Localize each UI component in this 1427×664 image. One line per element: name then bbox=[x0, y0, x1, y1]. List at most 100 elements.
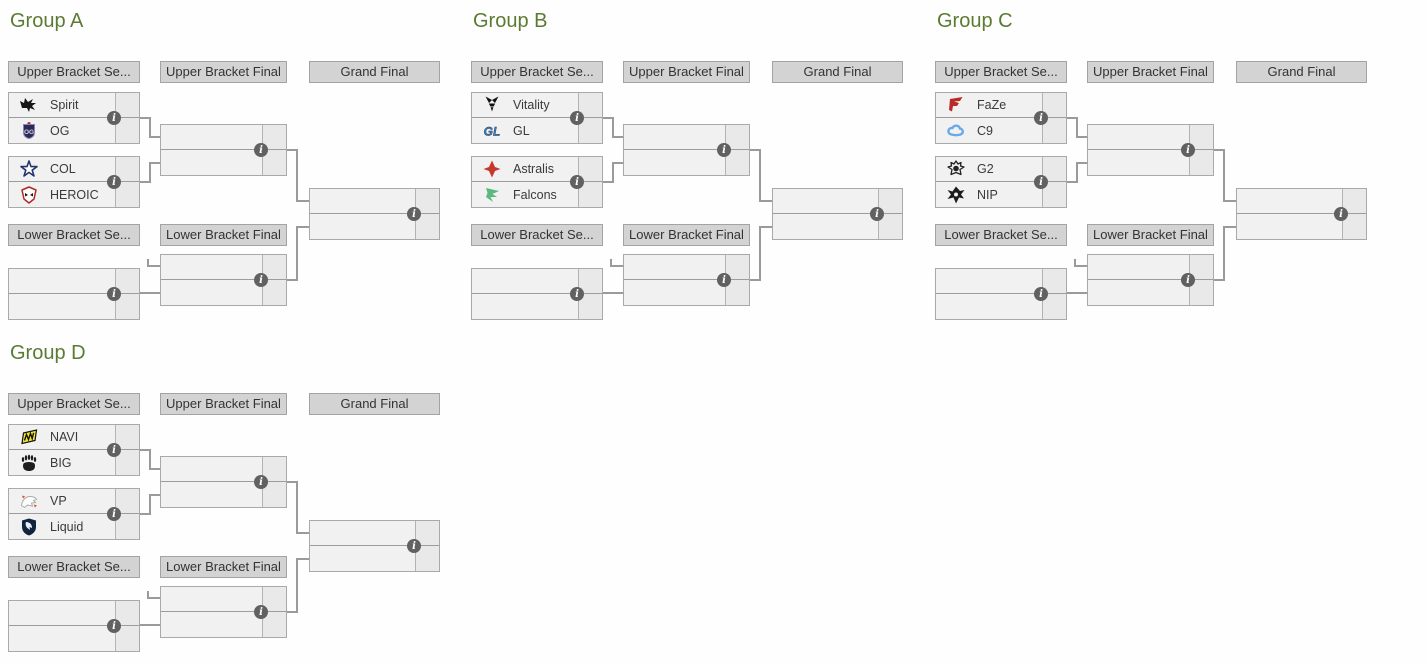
team-slot[interactable]: HEROIC bbox=[9, 182, 115, 207]
team-slot[interactable]: VP bbox=[9, 489, 115, 514]
grand-final-match: i bbox=[309, 520, 440, 572]
match-info-icon[interactable]: i bbox=[107, 443, 121, 457]
team-slot[interactable] bbox=[624, 255, 725, 280]
match-info-icon[interactable]: i bbox=[107, 111, 121, 125]
match-info-icon[interactable]: i bbox=[570, 111, 584, 125]
team-slot[interactable] bbox=[310, 521, 415, 546]
match-info-icon[interactable]: i bbox=[570, 175, 584, 189]
lower-final-match: i bbox=[623, 254, 750, 306]
team-slot[interactable] bbox=[9, 269, 115, 294]
upper-semifinal-1-match: Spirit OG OG i bbox=[8, 92, 140, 144]
match-info-icon[interactable]: i bbox=[1034, 287, 1048, 301]
team-slot[interactable]: Spirit bbox=[9, 93, 115, 118]
match-info-icon[interactable]: i bbox=[570, 287, 584, 301]
team-slot[interactable] bbox=[161, 482, 262, 507]
team-name: Vitality bbox=[513, 98, 550, 112]
group-a-bracket: Group A Upper Bracket Se... Upper Bracke… bbox=[0, 0, 455, 332]
team-slot[interactable] bbox=[310, 189, 415, 214]
lower-semifinal-match: i bbox=[8, 268, 140, 320]
lower-final-match: i bbox=[1087, 254, 1214, 306]
score-cell bbox=[578, 269, 602, 294]
team-slot[interactable]: OG OG bbox=[9, 118, 115, 143]
team-slot[interactable]: Falcons bbox=[472, 182, 578, 207]
bracket-connector bbox=[1066, 181, 1078, 183]
bracket-connector bbox=[147, 597, 160, 599]
team-slot[interactable]: C9 bbox=[936, 118, 1042, 143]
team-slot[interactable] bbox=[773, 214, 878, 239]
match-info-icon[interactable]: i bbox=[1034, 175, 1048, 189]
team-slot[interactable] bbox=[1237, 189, 1342, 214]
team-slot[interactable] bbox=[9, 601, 115, 626]
team-slot[interactable] bbox=[1088, 280, 1189, 305]
bracket-connector bbox=[139, 181, 151, 183]
team-slot[interactable] bbox=[773, 189, 878, 214]
team-slot[interactable] bbox=[1088, 150, 1189, 175]
team-slot[interactable]: GL GL bbox=[472, 118, 578, 143]
team-slot[interactable] bbox=[310, 214, 415, 239]
team-slot[interactable] bbox=[9, 626, 115, 651]
match-info-icon[interactable]: i bbox=[407, 539, 421, 553]
match-info-icon[interactable]: i bbox=[254, 273, 268, 287]
team-slot[interactable]: Liquid bbox=[9, 514, 115, 539]
team-slot[interactable]: NAVI bbox=[9, 425, 115, 450]
team-slot[interactable]: Astralis bbox=[472, 157, 578, 182]
team-slot[interactable] bbox=[1088, 125, 1189, 150]
team-slot[interactable] bbox=[936, 294, 1042, 319]
team-slot[interactable]: G2 bbox=[936, 157, 1042, 182]
team-slot[interactable] bbox=[936, 269, 1042, 294]
team-slot[interactable] bbox=[472, 269, 578, 294]
team-slot[interactable]: BIG bbox=[9, 450, 115, 475]
match-info-icon[interactable]: i bbox=[870, 207, 884, 221]
match-info-icon[interactable]: i bbox=[1181, 143, 1195, 157]
team-slot[interactable] bbox=[161, 612, 262, 637]
match-info-icon[interactable]: i bbox=[107, 175, 121, 189]
bracket-connector bbox=[298, 532, 309, 534]
team-slot[interactable] bbox=[161, 457, 262, 482]
bracket-connector bbox=[151, 494, 160, 496]
match-info-icon[interactable]: i bbox=[254, 475, 268, 489]
team-name: C9 bbox=[977, 123, 993, 138]
team-slot[interactable]: FaZe bbox=[936, 93, 1042, 118]
bracket-connector bbox=[761, 200, 772, 202]
bracket-connector bbox=[147, 265, 160, 267]
team-name: COL bbox=[50, 162, 76, 176]
team-name: HEROIC bbox=[50, 187, 99, 202]
bracket-connector bbox=[149, 117, 151, 138]
group-c-bracket: Group C Upper Bracket Se... Upper Bracke… bbox=[927, 0, 1382, 332]
round-header-lower-semifinal: Lower Bracket Se... bbox=[935, 224, 1067, 246]
team-slot[interactable]: NIP bbox=[936, 182, 1042, 207]
match-info-icon[interactable]: i bbox=[717, 273, 731, 287]
team-slot[interactable]: Vitality bbox=[472, 93, 578, 118]
team-slot[interactable] bbox=[9, 294, 115, 319]
team-slot[interactable] bbox=[161, 255, 262, 280]
team-slot[interactable] bbox=[472, 294, 578, 319]
team-slot[interactable] bbox=[161, 587, 262, 612]
team-slot[interactable] bbox=[310, 546, 415, 571]
team-slot[interactable] bbox=[161, 125, 262, 150]
bracket-connector bbox=[612, 162, 614, 183]
team-slot[interactable] bbox=[624, 125, 725, 150]
round-header-upper-semifinal: Upper Bracket Se... bbox=[8, 393, 140, 415]
match-info-icon[interactable]: i bbox=[407, 207, 421, 221]
match-info-icon[interactable]: i bbox=[107, 619, 121, 633]
match-info-icon[interactable]: i bbox=[107, 287, 121, 301]
team-slot[interactable] bbox=[624, 280, 725, 305]
match-info-icon[interactable]: i bbox=[1181, 273, 1195, 287]
score-cell bbox=[1189, 125, 1213, 150]
match-info-icon[interactable]: i bbox=[254, 605, 268, 619]
team-slot[interactable] bbox=[1237, 214, 1342, 239]
heroic-mask-logo bbox=[19, 185, 39, 205]
lower-final-match: i bbox=[160, 586, 287, 638]
match-info-icon[interactable]: i bbox=[107, 507, 121, 521]
bracket-connector bbox=[1066, 117, 1078, 119]
match-info-icon[interactable]: i bbox=[717, 143, 731, 157]
team-slot[interactable] bbox=[161, 150, 262, 175]
team-slot[interactable] bbox=[1088, 255, 1189, 280]
bracket-connector bbox=[139, 449, 151, 451]
team-slot[interactable] bbox=[161, 280, 262, 305]
team-slot[interactable]: COL bbox=[9, 157, 115, 182]
match-info-icon[interactable]: i bbox=[1034, 111, 1048, 125]
team-slot[interactable] bbox=[624, 150, 725, 175]
match-info-icon[interactable]: i bbox=[254, 143, 268, 157]
match-info-icon[interactable]: i bbox=[1334, 207, 1348, 221]
